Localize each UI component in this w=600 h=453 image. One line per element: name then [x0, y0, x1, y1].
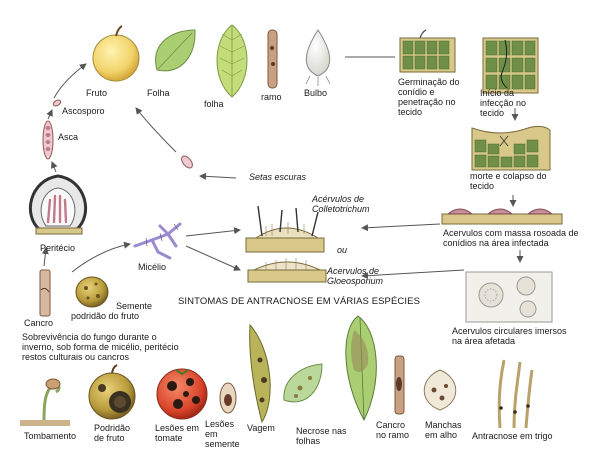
label-ou: ou: [337, 245, 348, 255]
label-ramo: ramo: [261, 92, 282, 102]
acervulus-gloeosporium-illustration: [247, 258, 327, 283]
label-germinacao: Germinação do conídio e penetração no te…: [398, 77, 460, 117]
manchas-alho-illustration: [423, 369, 457, 411]
lesoes-tomate-illustration: [156, 368, 208, 420]
podridao-fruto-illustration: [88, 364, 136, 420]
label-sobrevivencia: Sobrevivência do fungo durante o inverno…: [22, 332, 179, 362]
lesoes-semente-illustration: [219, 382, 237, 414]
label-cancro: Cancro: [24, 318, 54, 328]
cycle-arrows: [41, 63, 465, 280]
label-folha-1: Folha: [147, 88, 170, 98]
label-setas-escuras: Setas escuras: [249, 172, 307, 182]
folha-illustration-2: [216, 24, 248, 98]
semente-podridao-illustration: [75, 276, 109, 308]
fruto-illustration: [92, 25, 140, 82]
vagem-illustration: [249, 323, 271, 424]
antracnose-trigo-illustration: [497, 359, 534, 429]
sintomas-title: SINTOMAS DE ANTRACNOSE EM VÁRIAS ESPÉCIE…: [178, 296, 421, 307]
ascosporo-illustration: [52, 99, 62, 107]
bulbo-illustration: [305, 29, 331, 86]
necrose-folha-grande-illustration: [345, 315, 377, 422]
acervulus-colletotrichum-illustration: [245, 205, 325, 253]
micelio-illustration: [133, 222, 182, 260]
label-cancro-ramo: Cancro no ramo: [376, 420, 410, 440]
label-asca: Asca: [58, 132, 79, 142]
label-morte-colapso: morte e colapso do tecido: [470, 171, 547, 191]
label-semente: Semente: [116, 301, 153, 311]
conidio-illustration: [181, 155, 193, 169]
label-podridao-de-fruto: Podridão de fruto: [94, 423, 131, 443]
label-acervulos-circulares: Acervulos circulares imersos na área afe…: [452, 326, 567, 346]
ramo-illustration: [267, 29, 278, 89]
label-ascosporo: Ascosporo: [62, 106, 105, 116]
label-folha-2: folha: [204, 99, 224, 109]
cancro-illustration: [39, 269, 51, 317]
label-lesoes-tomate: Lesões em tomate: [155, 423, 200, 443]
label-podridao-fruto: podridão do fruto: [71, 311, 140, 321]
label-inicio-infeccao: Início da infecção no tecido: [480, 88, 527, 118]
label-acervulos-massa: Acervulos com massa rosoada de conídios …: [443, 228, 579, 248]
label-vagem: Vagem: [247, 423, 275, 433]
necrose-folhas-illustration: [283, 363, 323, 403]
folha-illustration-1: [155, 29, 196, 72]
label-necrose-folhas: Necrose nas folhas: [296, 426, 347, 446]
label-micelio: Micélio: [138, 262, 167, 272]
morte-colapso-tissue: [471, 125, 551, 171]
label-lesoes-semente: Lesões em semente: [205, 419, 240, 449]
acervulos-circulares-panel: [465, 271, 553, 323]
label-acervulos-colletotrichum: Acérvulos de Colletotrichum: [312, 194, 370, 214]
label-fruto: Fruto: [86, 88, 108, 98]
label-manchas-alho: Manchas em alho: [425, 420, 462, 440]
inicio-infeccao-tissue: [482, 37, 539, 94]
tombamento-illustration: [20, 378, 70, 426]
label-peritecio: Peritécio: [40, 243, 76, 253]
asca-illustration: [42, 120, 54, 160]
label-antracnose-trigo: Antracnose em trigo: [472, 431, 553, 441]
germinacao-tissue: [399, 29, 456, 73]
label-acervulos-gloeosporium: Acervulos de Gloeosporium: [327, 266, 384, 286]
label-tombamento: Tombamento: [24, 431, 77, 441]
acervulos-massa-tissue: [441, 208, 563, 225]
cancro-ramo-illustration: [394, 355, 405, 415]
label-bulbo: Bulbo: [304, 88, 328, 98]
peritecio-illustration: [28, 174, 88, 235]
